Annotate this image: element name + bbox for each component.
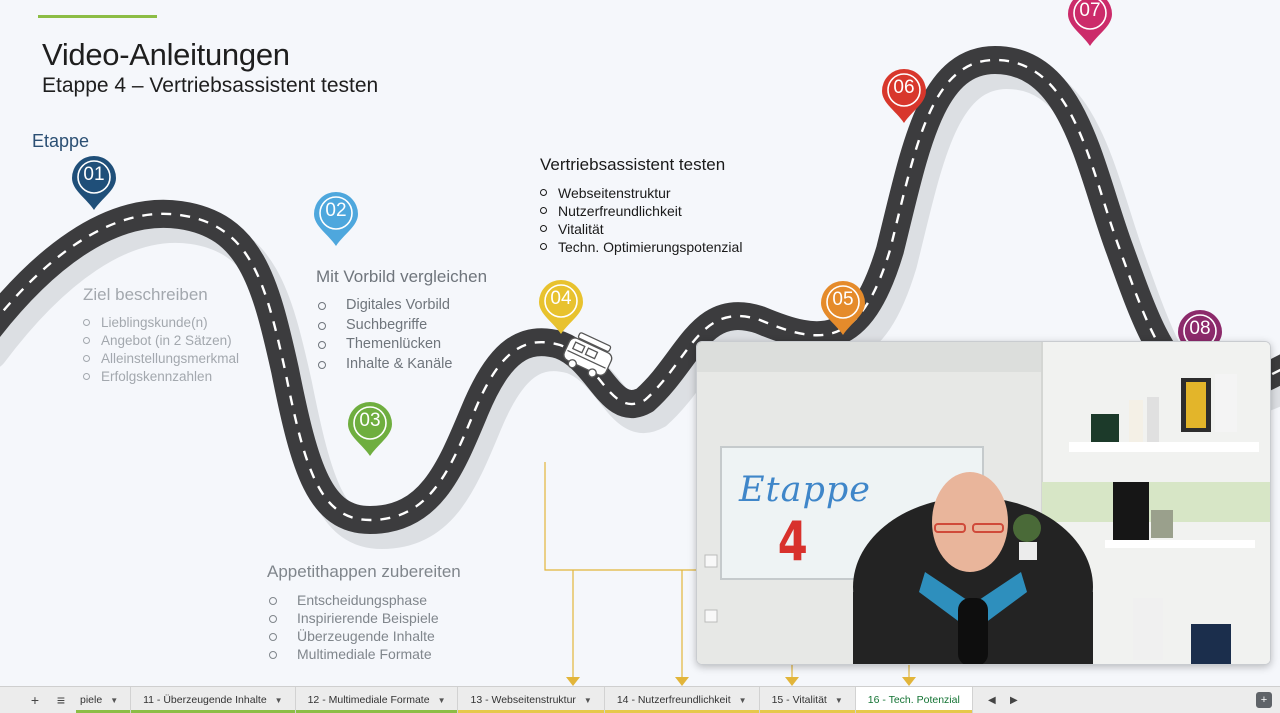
map-pin-01: 01 xyxy=(70,154,118,212)
sheet-tab[interactable]: 14 - Nutzerfreundlichkeit▼ xyxy=(604,687,760,713)
map-pin-icon xyxy=(348,402,392,456)
page-subtitle: Etappe 4 – Vertriebsassistent testen xyxy=(42,74,379,97)
list-item: Lieblingskunde(n) xyxy=(83,314,239,332)
sheet-list-icon[interactable]: ≡ xyxy=(56,692,66,708)
etappe-label: Etappe xyxy=(32,131,90,151)
map-pin-06: 06 xyxy=(880,67,928,125)
map-pin-icon xyxy=(539,280,583,334)
stage-heading: Appetithappen zubereiten xyxy=(267,562,461,581)
pin-number: 03 xyxy=(359,410,381,431)
tab-color-bar xyxy=(295,710,458,713)
pin-number: 08 xyxy=(1189,318,1211,339)
map-pin-icon xyxy=(314,192,358,246)
sheet-tab-bar: + ≡ piele▼ 11 - Überzeugende Inhalte▼ 12… xyxy=(0,686,1280,713)
map-pin-07: 07 xyxy=(1066,0,1114,48)
road-illustration xyxy=(0,0,1280,686)
explore-icon[interactable]: + xyxy=(1256,692,1272,708)
chevron-down-icon[interactable]: ▼ xyxy=(274,695,283,705)
chevron-down-icon[interactable]: ▼ xyxy=(110,695,119,705)
list-item: Alleinstellungsmerkmal xyxy=(83,350,239,368)
stage-01-block: Ziel beschreiben Lieblingskunde(n) Angeb… xyxy=(83,285,239,386)
stage-03-block: Appetithappen zubereiten Entscheidungsph… xyxy=(267,562,461,663)
sheet-tab[interactable]: 11 - Überzeugende Inhalte▼ xyxy=(131,687,296,713)
map-pin-icon xyxy=(882,69,926,123)
stage-heading: Vertriebsassistent testen xyxy=(540,155,726,174)
list-item: Digitales Vorbild xyxy=(316,296,487,316)
list-item: Erfolgskennzahlen xyxy=(83,368,239,386)
tab-color-bar xyxy=(604,710,759,713)
list-item: Angebot (in 2 Sätzen) xyxy=(83,332,239,350)
tab-color-bar xyxy=(458,710,604,713)
map-pin-icon xyxy=(1068,0,1112,46)
stage-list: Webseitenstruktur Nutzerfreundlichkeit V… xyxy=(540,184,742,256)
chevron-down-icon[interactable]: ▼ xyxy=(437,695,446,705)
page-title: Video-Anleitungen xyxy=(42,37,290,72)
camper-van-icon xyxy=(563,332,613,378)
tab-color-bar xyxy=(76,710,131,713)
list-item: Themenlücken xyxy=(316,335,487,355)
map-pin-icon xyxy=(821,281,865,335)
list-item: Multimediale Formate xyxy=(267,645,461,663)
stage-heading: Ziel beschreiben xyxy=(83,285,208,304)
sheet-tab[interactable]: 15 - Vitalität▼ xyxy=(759,687,856,713)
pin-number: 07 xyxy=(1079,0,1101,21)
chevron-down-icon[interactable]: ▼ xyxy=(834,695,843,705)
list-item: Inhalte & Kanäle xyxy=(316,355,487,375)
sheet-tab[interactable]: 12 - Multimediale Formate▼ xyxy=(295,687,459,713)
plus-icon[interactable]: + xyxy=(30,692,40,708)
sheet-tab[interactable]: 13 - Webseitenstruktur▼ xyxy=(458,687,605,713)
list-item: Suchbegriffe xyxy=(316,316,487,336)
list-item: Vitalität xyxy=(540,220,742,238)
tab-color-bar xyxy=(759,710,855,713)
slide-canvas: Video-Anleitungen Etappe 4 – Vertriebsas… xyxy=(0,0,1280,686)
stage-heading: Mit Vorbild vergleichen xyxy=(316,267,488,286)
map-pin-05: 05 xyxy=(819,279,867,337)
list-item: Überzeugende Inhalte xyxy=(267,627,461,645)
map-pin-04: 04 xyxy=(537,278,585,336)
stage-04-block: Vertriebsassistent testen Webseitenstruk… xyxy=(540,155,742,256)
chevron-right-icon[interactable]: ▶ xyxy=(1009,694,1018,706)
list-item: Nutzerfreundlichkeit xyxy=(540,202,742,220)
stage-list: Entscheidungsphase Inspirierende Beispie… xyxy=(267,591,461,663)
list-item: Inspirierende Beispiele xyxy=(267,609,461,627)
stage-02-block: Mit Vorbild vergleichen Digitales Vorbil… xyxy=(316,267,487,374)
list-item: Techn. Optimierungspotenzial xyxy=(540,238,742,256)
pin-number: 02 xyxy=(325,200,347,221)
map-pin-03: 03 xyxy=(346,400,394,458)
chevron-down-icon[interactable]: ▼ xyxy=(583,695,592,705)
tab-color-bar xyxy=(131,710,295,713)
sheet-tab[interactable]: piele▼ xyxy=(76,687,132,713)
tab-color-bar xyxy=(855,710,972,713)
whiteboard-text: Etappe xyxy=(739,470,872,510)
stage-list: Digitales Vorbild Suchbegriffe Themenlüc… xyxy=(316,296,487,374)
pin-number: 04 xyxy=(550,288,572,309)
webcam-video-frame xyxy=(697,342,1270,664)
tab-scroll-nav: ◀ ▶ xyxy=(981,695,1025,706)
list-item: Webseitenstruktur xyxy=(540,184,742,202)
pin-number: 01 xyxy=(83,164,105,185)
list-item: Entscheidungsphase xyxy=(267,591,461,609)
map-pin-icon xyxy=(72,156,116,210)
chevron-down-icon[interactable]: ▼ xyxy=(738,695,747,705)
pin-number: 05 xyxy=(832,289,854,310)
pin-number: 06 xyxy=(893,77,915,98)
accent-line xyxy=(38,15,157,18)
map-pin-02: 02 xyxy=(312,190,360,248)
webcam-overlay[interactable]: Etappe 4 xyxy=(696,341,1271,665)
chevron-left-icon[interactable]: ◀ xyxy=(987,694,996,706)
whiteboard-number: 4 xyxy=(777,510,808,573)
stage-list: Lieblingskunde(n) Angebot (in 2 Sätzen) … xyxy=(83,314,239,386)
sheet-tab-active[interactable]: 16 - Tech. Potenzial xyxy=(855,687,973,713)
